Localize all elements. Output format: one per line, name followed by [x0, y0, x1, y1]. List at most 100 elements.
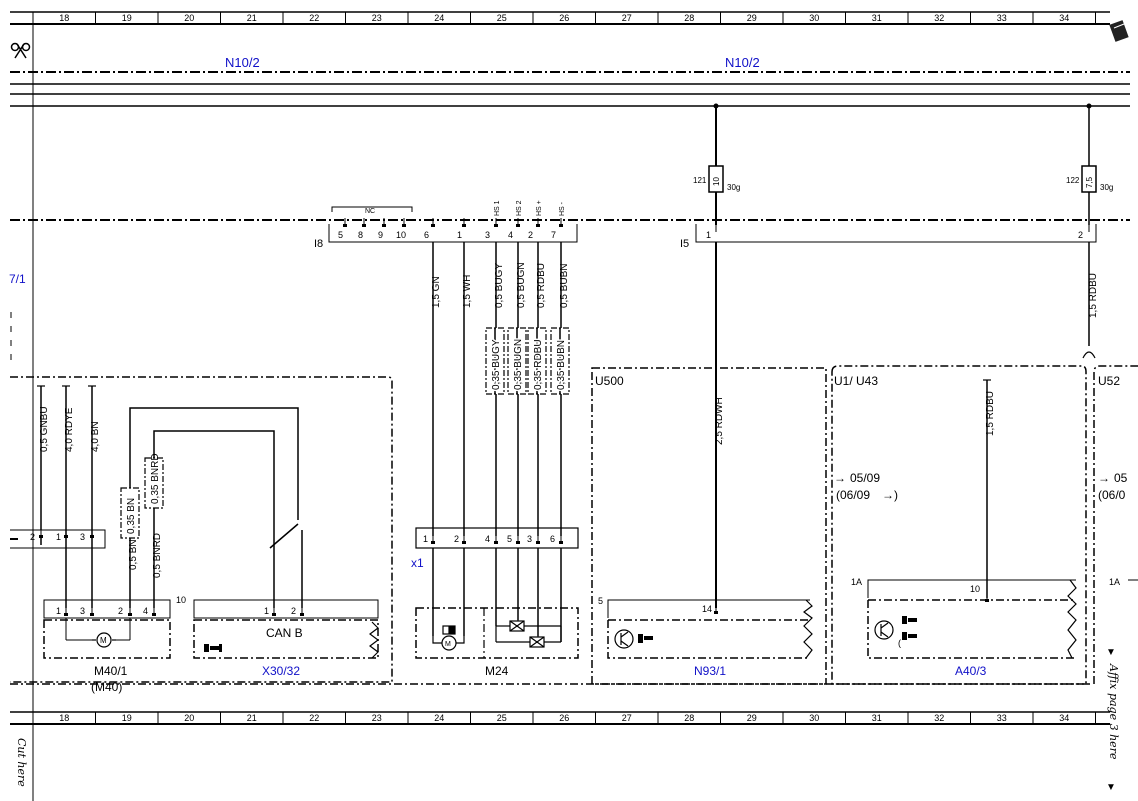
m24-motor-icon [432, 625, 465, 651]
connector-i8-pin-head [343, 224, 347, 227]
left-twisted-label: 0,35 BNRD [150, 453, 161, 504]
connector-i8-pin-label: 9 [378, 230, 383, 240]
cut-here-note: Cut here [15, 738, 28, 787]
u1-range-arrow: →) [882, 488, 898, 502]
affix-page-note: Affix page 3 here [1107, 664, 1120, 760]
m40-pin-label: 3 [80, 606, 85, 616]
left-lower-wire-label: 0,5 BNRD [152, 533, 163, 578]
wire-top-label: 0,5 BUGY [494, 263, 505, 308]
connector-i8-pin-tag: HS + [536, 200, 543, 216]
connector-i8-box [328, 206, 578, 243]
connector-i8-pin-label: 6 [424, 230, 429, 240]
a40-plug-icons [902, 616, 917, 640]
a40-range-glyph: ( [898, 638, 901, 648]
bot-ruler-label: 25 [497, 713, 507, 723]
x30-break [369, 621, 379, 659]
connector-i8-nc: NC [365, 208, 375, 215]
m40-body [43, 619, 171, 659]
bot-ruler-label: 28 [684, 713, 694, 723]
x30-connector [193, 599, 379, 619]
bot-ruler-label: 33 [997, 713, 1007, 723]
m40-pin-head [90, 613, 94, 616]
n93-name: N93/1 [694, 664, 726, 678]
top-ruler-label: 24 [434, 13, 444, 23]
m40-alt: (M40) [91, 680, 122, 694]
top-ruler-label: 25 [497, 13, 507, 23]
affix-arrow-bottom: ▼ [1106, 782, 1116, 793]
top-ruler-label: 33 [997, 13, 1007, 23]
connector-i8-pin-label: 10 [396, 230, 406, 240]
u52-arrow-text: 05 [1114, 471, 1128, 485]
bus-lines [10, 83, 1130, 107]
bus-label-right: N10/2 [725, 55, 760, 70]
n93-transistor-icon [614, 629, 634, 649]
x30-pin-label: 1 [264, 606, 269, 616]
u1-range-text: (06/09 [836, 488, 870, 502]
x1-pin-label: 2 [454, 534, 459, 544]
u1-arrow-text: 05/09 [850, 471, 880, 485]
bot-ruler-label: 29 [747, 713, 757, 723]
bot-ruler-label: 23 [372, 713, 382, 723]
u1-enclosure [831, 365, 1087, 685]
left-lower-wire-label: 0,5 BN [128, 539, 139, 570]
left-group-wires [40, 386, 303, 608]
n93-body [607, 619, 810, 659]
u52-arrow-glyph: → [1098, 471, 1110, 485]
left-reference: 7/1 [9, 272, 26, 286]
wire-u500-label: 2,5 RDWH [714, 397, 725, 445]
fuse-122 [1081, 103, 1097, 225]
affix-arrow-top: ▼ [1106, 647, 1116, 658]
u1-pin: 10 [970, 584, 980, 594]
connector-i8-pin-label: 1 [457, 230, 462, 240]
connector-i8-pin-tag: HS 1 [494, 200, 501, 216]
connector-i8-pin-head [559, 224, 563, 227]
fuse-122-terminal: 30g [1100, 183, 1113, 192]
x1-pin-label: 5 [507, 534, 512, 544]
u52-range-text: (06/0 [1098, 488, 1126, 502]
top-ruler-label: 30 [809, 13, 819, 23]
m40-name: M40/1 [94, 664, 128, 678]
m40-pin-head [152, 613, 156, 616]
top-ruler [10, 11, 1110, 25]
connector-i8-pin-head [536, 224, 540, 227]
scissors-icon [10, 42, 31, 59]
top-ruler-label: 31 [872, 13, 882, 23]
connector-i8-pin-label: 2 [528, 230, 533, 240]
top-ruler-label: 22 [309, 13, 319, 23]
connector-i5-pin-right: 2 [1078, 230, 1083, 240]
connector-i8-pin-head [431, 224, 435, 227]
left-twisted-box [120, 487, 140, 539]
bot-ruler-label: 21 [247, 713, 257, 723]
connector-i8-pin-head [362, 224, 366, 227]
bot-ruler-label: 26 [559, 713, 569, 723]
u52-name: U52 [1098, 374, 1120, 388]
motor-icon-letter: M [100, 636, 107, 645]
bot-ruler-label: 34 [1059, 713, 1069, 723]
n93-break [803, 599, 813, 659]
wire-top-label: 1,5 WH [462, 275, 473, 308]
connector-i8-pin-head [382, 224, 386, 227]
left-twisted-label: 0,35 BN [126, 498, 137, 534]
x1-pin-head [431, 541, 435, 544]
u52-pin-side: 1A [1109, 577, 1120, 587]
x1-pin-head [494, 541, 498, 544]
left-connector-strip [10, 529, 106, 549]
m24-hall-sensors [495, 620, 562, 648]
left-group-enclosure [10, 376, 393, 683]
wire-u1-label: 1,5 RDBU [985, 391, 996, 436]
a40-name: A40/3 [955, 664, 987, 678]
a40-transistor-icon [874, 620, 894, 640]
top-ruler-label: 20 [184, 13, 194, 23]
left-connector-pin-label: 1 [56, 532, 61, 542]
u500-pin-tick-head [714, 611, 718, 614]
fuse-121-terminal: 30g [727, 183, 740, 192]
twisted-pair-label: 0,35 BUGN [513, 339, 524, 390]
m40-pin-head [64, 613, 68, 616]
top-ruler-ticks [32, 12, 1096, 24]
a40-body [867, 599, 1074, 659]
x30-pin-head [300, 613, 304, 616]
